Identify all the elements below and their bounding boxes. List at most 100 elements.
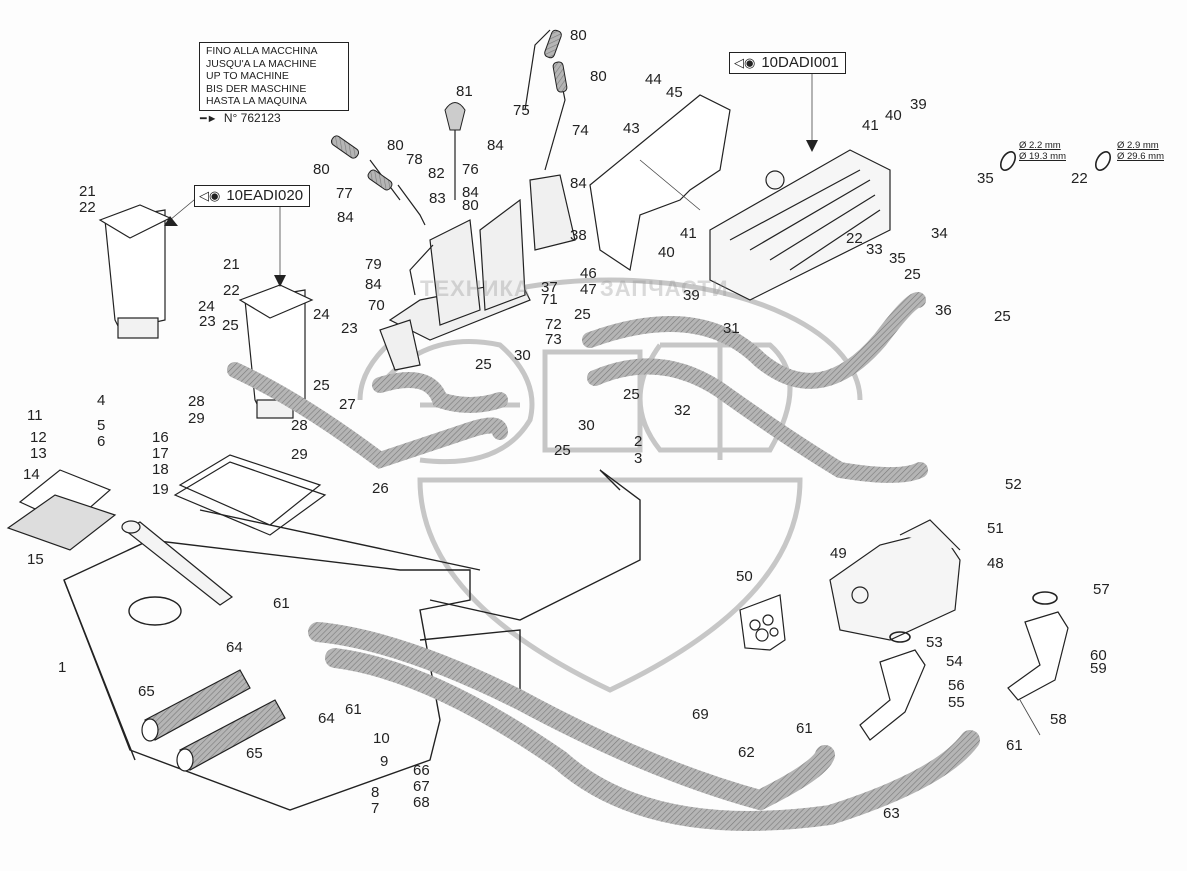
part-callout-21[interactable]: 21 [79,183,96,200]
part-callout-44[interactable]: 44 [645,71,662,88]
part-callout-80[interactable]: 80 [387,137,404,154]
part-callout-84[interactable]: 84 [365,276,382,293]
part-callout-40[interactable]: 40 [885,107,902,124]
part-callout-61[interactable]: 61 [345,701,362,718]
part-callout-73[interactable]: 73 [545,331,562,348]
part-callout-13[interactable]: 13 [30,445,47,462]
part-callout-22[interactable]: 22 [223,282,240,299]
part-callout-7[interactable]: 7 [371,800,380,817]
part-callout-84[interactable]: 84 [337,209,354,226]
part-callout-40[interactable]: 40 [658,244,675,261]
part-callout-61[interactable]: 61 [1006,737,1023,754]
part-callout-74[interactable]: 74 [572,122,589,139]
part-callout-41[interactable]: 41 [680,225,697,242]
part-callout-76[interactable]: 76 [462,161,479,178]
part-callout-53[interactable]: 53 [926,634,943,651]
part-callout-47[interactable]: 47 [580,281,597,298]
part-callout-22[interactable]: 22 [79,199,96,216]
part-callout-10[interactable]: 10 [373,730,390,747]
part-callout-56[interactable]: 56 [948,677,965,694]
part-callout-37[interactable]: 37 [541,279,558,296]
part-callout-69[interactable]: 69 [692,706,709,723]
part-callout-24[interactable]: 24 [198,298,215,315]
part-callout-1[interactable]: 1 [58,659,67,676]
part-callout-63[interactable]: 63 [883,805,900,822]
part-callout-72[interactable]: 72 [545,316,562,333]
part-callout-25[interactable]: 25 [574,306,591,323]
part-callout-62[interactable]: 62 [738,744,755,761]
part-callout-31[interactable]: 31 [723,320,740,337]
part-callout-45[interactable]: 45 [666,84,683,101]
part-callout-38[interactable]: 38 [570,227,587,244]
part-callout-35[interactable]: 35 [977,170,994,187]
part-callout-78[interactable]: 78 [406,151,423,168]
part-callout-66[interactable]: 66 [413,762,430,779]
part-callout-23[interactable]: 23 [341,320,358,337]
part-callout-29[interactable]: 29 [291,446,308,463]
part-callout-9[interactable]: 9 [380,753,389,770]
reference-link-valve[interactable]: ◁◉10DADI001 [729,52,846,74]
part-callout-28[interactable]: 28 [291,417,308,434]
part-callout-43[interactable]: 43 [623,120,640,137]
part-callout-54[interactable]: 54 [946,653,963,670]
part-callout-22[interactable]: 22 [846,230,863,247]
part-callout-30[interactable]: 30 [514,347,531,364]
part-callout-82[interactable]: 82 [428,165,445,182]
part-callout-84[interactable]: 84 [487,137,504,154]
part-callout-11[interactable]: 11 [27,407,43,424]
part-callout-65[interactable]: 65 [246,745,263,762]
part-callout-25[interactable]: 25 [313,377,330,394]
part-callout-33[interactable]: 33 [866,241,883,258]
part-callout-61[interactable]: 61 [796,720,813,737]
part-callout-12[interactable]: 12 [30,429,47,446]
part-callout-14[interactable]: 14 [23,466,40,483]
part-callout-29[interactable]: 29 [188,410,205,427]
part-callout-32[interactable]: 32 [674,402,691,419]
part-callout-16[interactable]: 16 [152,429,169,446]
part-callout-25[interactable]: 25 [623,386,640,403]
part-callout-79[interactable]: 79 [365,256,382,273]
part-callout-25[interactable]: 25 [994,308,1011,325]
part-callout-64[interactable]: 64 [318,710,335,727]
part-callout-15[interactable]: 15 [27,551,44,568]
part-callout-80[interactable]: 80 [590,68,607,85]
part-callout-5[interactable]: 5 [97,417,106,434]
part-callout-41[interactable]: 41 [862,117,879,134]
part-callout-61[interactable]: 61 [273,595,290,612]
part-callout-49[interactable]: 49 [830,545,847,562]
part-callout-22[interactable]: 22 [1071,170,1088,187]
part-callout-75[interactable]: 75 [513,102,530,119]
part-callout-27[interactable]: 27 [339,396,356,413]
part-callout-46[interactable]: 46 [580,265,597,282]
part-callout-19[interactable]: 19 [152,481,169,498]
part-callout-65[interactable]: 65 [138,683,155,700]
part-callout-84[interactable]: 84 [462,184,479,201]
part-callout-81[interactable]: 81 [456,83,473,100]
part-callout-25[interactable]: 25 [475,356,492,373]
part-callout-80[interactable]: 80 [462,197,479,214]
part-callout-80[interactable]: 80 [313,161,330,178]
part-callout-8[interactable]: 8 [371,784,380,801]
part-callout-64[interactable]: 64 [226,639,243,656]
part-callout-39[interactable]: 39 [683,287,700,304]
part-callout-25[interactable]: 25 [904,266,921,283]
part-callout-35[interactable]: 35 [889,250,906,267]
part-callout-50[interactable]: 50 [736,568,753,585]
part-callout-6[interactable]: 6 [97,433,106,450]
part-callout-34[interactable]: 34 [931,225,948,242]
part-callout-80[interactable]: 80 [570,27,587,44]
part-callout-36[interactable]: 36 [935,302,952,319]
part-callout-3[interactable]: 3 [634,450,643,467]
part-callout-55[interactable]: 55 [948,694,965,711]
part-callout-70[interactable]: 70 [368,297,385,314]
part-callout-24[interactable]: 24 [313,306,330,323]
part-callout-4[interactable]: 4 [97,392,106,409]
part-callout-59[interactable]: 59 [1090,660,1107,677]
part-callout-26[interactable]: 26 [372,480,389,497]
part-callout-58[interactable]: 58 [1050,711,1067,728]
part-callout-23[interactable]: 23 [199,313,216,330]
part-callout-67[interactable]: 67 [413,778,430,795]
part-callout-39[interactable]: 39 [910,96,927,113]
part-callout-2[interactable]: 2 [634,433,643,450]
part-callout-21[interactable]: 21 [223,256,240,273]
